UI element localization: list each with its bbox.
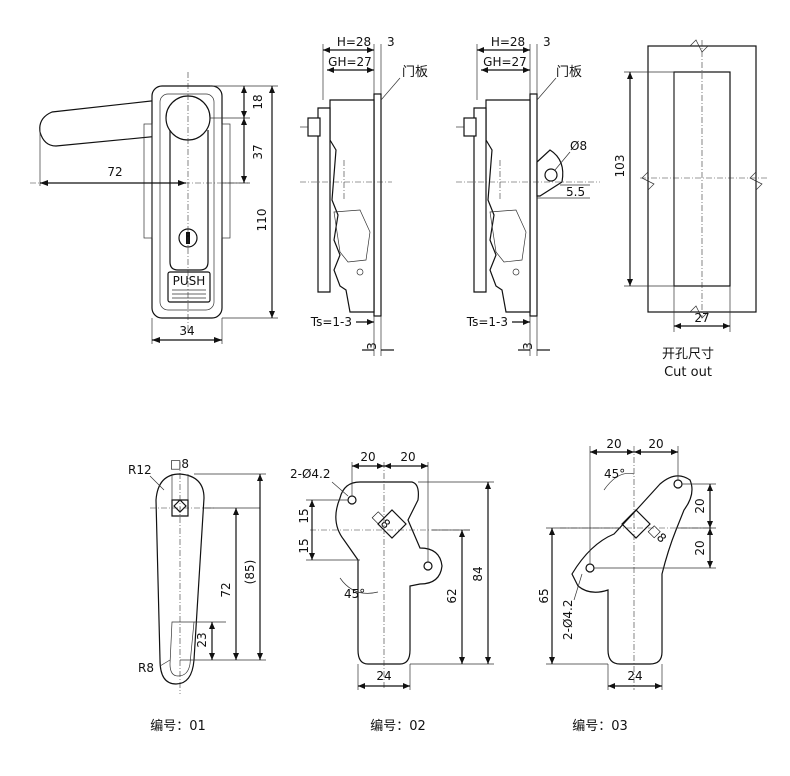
handle-01-square (171, 499, 189, 517)
front-slot (169, 130, 209, 271)
handle-02-dim-15b: 15 (297, 538, 311, 553)
side-b-dim-ts: Ts=1-3 (466, 315, 508, 329)
front-lever (39, 99, 161, 147)
side-a-dim-3-top: 3 (387, 35, 395, 49)
handle-01-dim-r8: R8 (138, 661, 154, 675)
handle-02-dim-20a: 20 (360, 450, 375, 464)
handle-03-caption: 编号：03 (572, 719, 628, 734)
handle-02-dim-24: 24 (376, 669, 391, 683)
front-view: PUSH 72 34 18 37 110 (30, 72, 278, 344)
handle-01-dim-72: 72 (219, 582, 233, 597)
handle-03-dim-20c: 20 (693, 498, 707, 513)
handle-01-dim-sq8: □8 (170, 457, 189, 471)
handle-01-dim-r12: R12 (128, 463, 152, 477)
handle-03-dim-65: 65 (537, 588, 551, 603)
handle-03-dim-20b: 20 (648, 437, 663, 451)
push-button (167, 271, 211, 303)
side-a-door-label: 门板 (402, 65, 428, 80)
handle-01: R12 □8 72 (85) 23 R8 编号：01 (128, 457, 266, 734)
cutout-dim-27: 27 (694, 311, 709, 325)
handle-01-dim-85: (85) (243, 560, 257, 585)
front-side-right (221, 123, 231, 239)
handle-03-square (621, 509, 651, 539)
handle-02-dim-15a: 15 (297, 508, 311, 523)
front-side-left (143, 123, 153, 239)
front-body-inner (159, 93, 215, 311)
handle-02-dim-45: 45° (344, 587, 365, 601)
side-a-nut (307, 117, 321, 137)
side-b-dim-3-top: 3 (543, 35, 551, 49)
cutout-view: 103 27 开孔尺寸 Cut out (613, 39, 768, 380)
side-a-door-panel (373, 93, 382, 317)
side-b-dim-5-5: 5.5 (566, 185, 585, 199)
handle-02-dim-2phi: 2-Ø4.2 (290, 467, 331, 481)
handle-03-body (571, 475, 693, 665)
side-b-dim-h: H=28 (491, 35, 525, 49)
cutout-title-en: Cut out (664, 365, 712, 380)
side-a-dim-h: H=28 (337, 35, 371, 49)
side-a-front-plate (317, 107, 331, 293)
handle-02-dim-20b: 20 (400, 450, 415, 464)
handle-02-square (377, 509, 407, 539)
side-a-body (329, 99, 375, 313)
handle-02-dim-62: 62 (445, 588, 459, 603)
handle-02-dim-84: 84 (471, 566, 485, 581)
side-b-body (485, 99, 531, 313)
side-b-dim-3-bottom: 3 (521, 342, 535, 350)
dim-72: 72 (107, 165, 122, 179)
handle-01-tip (169, 621, 195, 677)
side-b-hole (544, 168, 558, 182)
handle-02: 20 20 2-Ø4.2 15 15 □8 45° 62 84 24 编号：02 (290, 450, 494, 734)
handle-03-dim-2phi: 2-Ø4.2 (561, 600, 575, 641)
push-label: PUSH (173, 274, 206, 288)
handle-03-dim-24: 24 (627, 669, 642, 683)
handle-01-caption: 编号：01 (150, 719, 206, 734)
side-b-door-panel (529, 93, 538, 317)
side-b-latch (489, 209, 527, 263)
handle-03-dim-45: 45° (604, 467, 625, 481)
handle-02-body (335, 481, 443, 665)
side-view-a: H=28 3 GH=27 门板 Ts=1-3 3 (300, 35, 428, 356)
handle-03-dim-20a: 20 (606, 437, 621, 451)
side-a-dim-ts: Ts=1-3 (310, 315, 352, 329)
dim-18: 18 (251, 94, 265, 109)
dim-34: 34 (179, 324, 194, 338)
side-a-dim-gh: GH=27 (328, 55, 372, 69)
handle-02-caption: 编号：02 (370, 719, 426, 734)
side-b-nut (463, 117, 477, 137)
side-a-latch (333, 209, 371, 263)
side-b-dim-phi8: Ø8 (570, 139, 587, 153)
side-a-dim-3-bottom: 3 (365, 342, 379, 350)
side-b-front-plate (473, 107, 487, 293)
side-b-dim-gh: GH=27 (483, 55, 527, 69)
dim-37: 37 (251, 144, 265, 159)
handle-01-dim-23: 23 (195, 632, 209, 647)
cutout-dim-103: 103 (613, 155, 627, 178)
handle-03-dim-20d: 20 (693, 540, 707, 555)
handle-03: 20 20 45° □8 20 20 65 2-Ø4.2 24 编号：03 (537, 437, 716, 734)
side-view-b: H=28 3 GH=27 门板 Ø8 5.5 Ts=1-3 3 (456, 35, 600, 356)
cutout-title-cn: 开孔尺寸 (662, 347, 714, 362)
side-b-door-label: 门板 (556, 65, 582, 80)
side-b-cam (536, 149, 564, 197)
dim-110: 110 (255, 209, 269, 232)
